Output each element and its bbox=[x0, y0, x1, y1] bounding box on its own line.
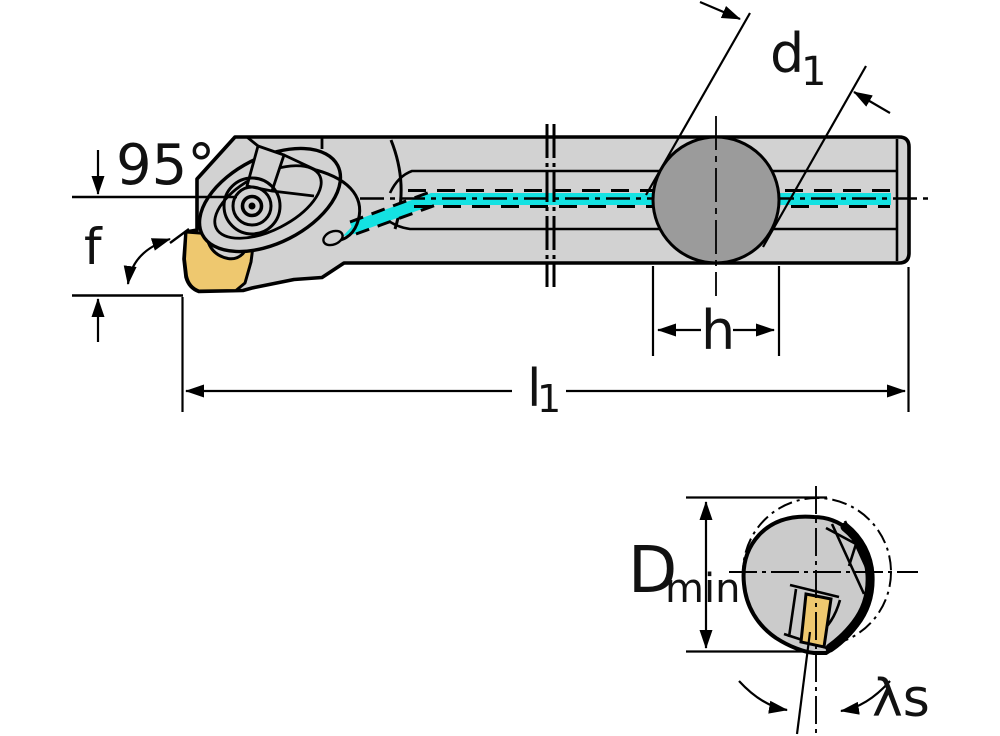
nozzle-hole bbox=[322, 229, 344, 247]
dim-95-and-f: 95° f bbox=[72, 133, 237, 342]
label-dmin-sub: min bbox=[665, 566, 740, 612]
label-h: h bbox=[701, 299, 735, 362]
head-pocket-arc bbox=[389, 139, 403, 230]
tool-head bbox=[183, 135, 362, 293]
label-95-degrees: 95° bbox=[116, 133, 215, 198]
clamp-screw bbox=[222, 176, 282, 236]
main-view: 95° f d 1 h l 1 bbox=[72, 0, 928, 421]
label-f: f bbox=[84, 218, 103, 276]
d1-tangent-left bbox=[645, 12, 751, 196]
label-d1: d bbox=[770, 22, 804, 85]
label-l1-sub: 1 bbox=[537, 377, 561, 421]
cutting-edge-line bbox=[169, 228, 190, 244]
label-d1-sub: 1 bbox=[801, 49, 826, 95]
label-lambda-s: λs bbox=[872, 669, 930, 729]
dim-l1: l 1 bbox=[181, 267, 910, 421]
dim-d1: d 1 bbox=[645, 0, 891, 248]
break-lines bbox=[545, 124, 556, 287]
section-view: D min λs bbox=[628, 486, 930, 735]
dim-h: h bbox=[651, 266, 781, 362]
label-l1: l bbox=[527, 359, 541, 419]
angle-arc bbox=[123, 237, 171, 285]
lambda-incline-line bbox=[795, 631, 812, 735]
dim-dmin: D min bbox=[628, 501, 740, 649]
d1-tangent-right bbox=[762, 65, 867, 248]
label-dmin: D bbox=[628, 534, 677, 608]
dim-lambda-s: λs bbox=[738, 669, 930, 729]
